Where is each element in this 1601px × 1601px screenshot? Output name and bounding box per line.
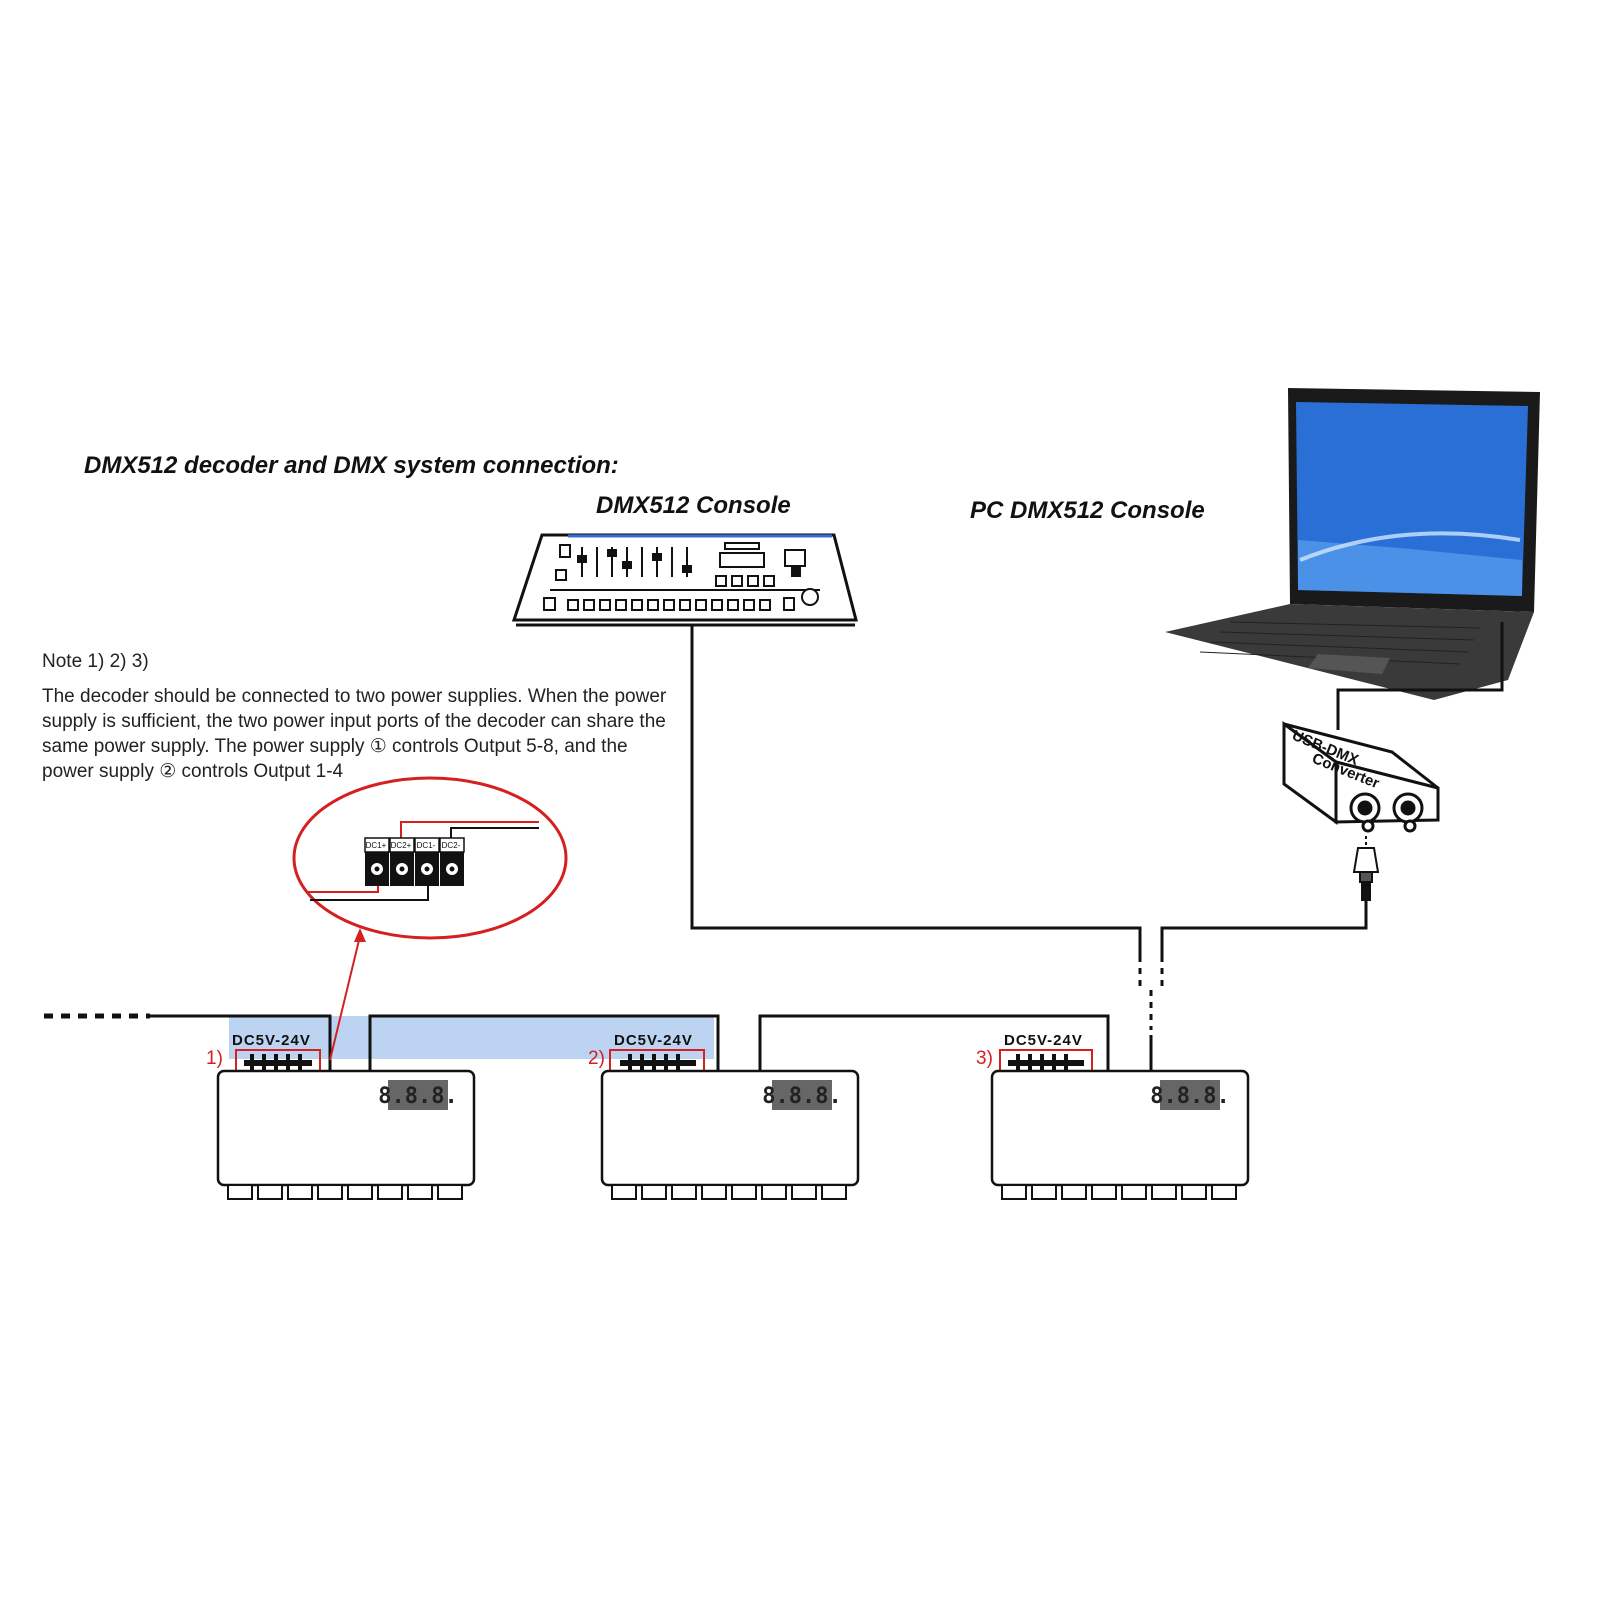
decoder-2-display: 8.8.8. — [762, 1084, 841, 1109]
power-highlight-band — [229, 1016, 714, 1059]
terminal-label-dc2-plus: DC2+ — [390, 841, 412, 850]
diagram-title: DMX512 decoder and DMX system connection… — [84, 452, 619, 479]
pc-console-label: PC DMX512 Console — [970, 497, 1205, 524]
note-heading: Note 1) 2) 3) — [42, 651, 149, 672]
terminal-label-dc1-plus: DC1+ — [365, 841, 387, 850]
callout-arrow — [329, 935, 361, 1061]
laptop-icon — [1165, 388, 1540, 700]
xlr-plug-icon — [1352, 836, 1380, 901]
terminal-label-dc2-minus: DC2- — [441, 841, 461, 850]
terminal-label-dc1-minus: DC1- — [416, 841, 436, 850]
decoder-1-display: 8.8.8. — [378, 1084, 457, 1109]
usb-cable — [1336, 622, 1504, 730]
terminal-block — [306, 821, 539, 901]
dmx-console-device — [511, 533, 858, 627]
dmx-console-label: DMX512 Console — [596, 492, 791, 519]
decoder-unit-1 — [216, 1049, 476, 1200]
decoder-1-power-label: DC5V-24V — [232, 1032, 311, 1049]
callout-arrowhead — [354, 928, 366, 942]
decoder-2-number: 2) — [588, 1048, 605, 1069]
usb-dmx-converter-device — [1282, 721, 1440, 833]
decoder-3-number: 3) — [976, 1048, 993, 1069]
decoder-unit-2 — [600, 1049, 860, 1200]
dmx-signal-lines — [44, 626, 1368, 1078]
note-body: The decoder should be connected to two p… — [42, 686, 667, 782]
decoder-1-number: 1) — [206, 1048, 223, 1069]
terminal-callout-ellipse — [292, 776, 568, 940]
decoder-3-display: 8.8.8. — [1150, 1084, 1229, 1109]
decoder-2-power-label: DC5V-24V — [614, 1032, 693, 1049]
decoder-unit-3 — [990, 1049, 1250, 1200]
decoder-3-power-label: DC5V-24V — [1004, 1032, 1083, 1049]
